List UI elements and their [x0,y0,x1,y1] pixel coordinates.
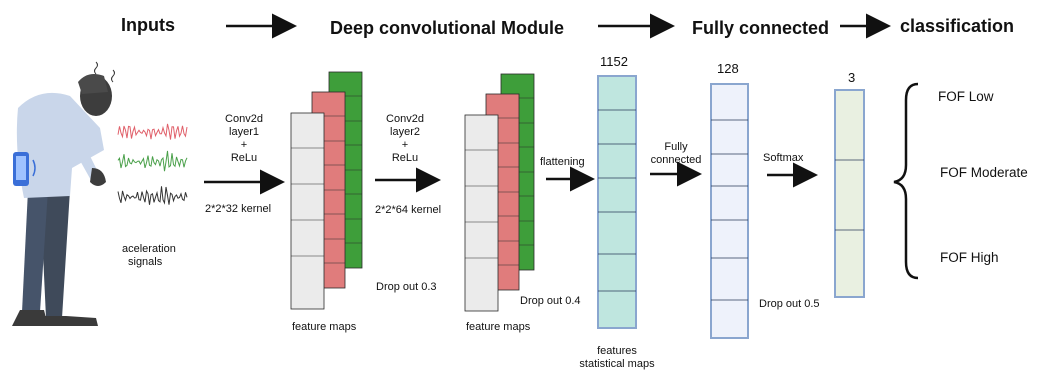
conv1-label-line1: Conv2d [225,113,263,125]
flatten-vector [597,75,637,329]
conv2-label-line3: + [402,139,408,151]
signal-wave-red [117,123,188,140]
elderly-person-illustration [12,61,115,326]
output-vector [834,89,865,298]
flatten-dropout: Drop out 0.4 [520,295,581,307]
conv2-label-line1: Conv2d [386,113,424,125]
conv2-kernel: 2*2*64 kernel [375,204,441,216]
conv2-dropout: Drop out 0.3 [376,281,437,293]
header-fully-connected: Fully connected [692,18,829,38]
flatten-size: 1152 [600,54,628,69]
feature-map-grey-2 [464,114,499,312]
class-label-high: FOF High [940,250,999,265]
header-classification: classification [900,16,1014,36]
conv2-label-line4: ReLu [392,152,418,164]
feature-maps-1-label: feature maps [292,321,357,333]
signals-label-line1: aceleration [122,243,176,255]
fc-label-line2: connected [651,154,702,166]
header-inputs: Inputs [121,15,175,35]
class-label-low: FOF Low [938,89,994,104]
conv1-label-line2: layer1 [229,126,259,138]
conv2-label-line2: layer2 [390,126,420,138]
dense-size: 128 [717,61,739,76]
feature-maps-1 [290,71,363,310]
class-label-moderate: FOF Moderate [940,165,1028,180]
output-size: 3 [848,70,855,85]
feature-map-grey [290,112,325,310]
conv1-kernel: 2*2*32 kernel [205,203,271,215]
conv1-label-line3: + [241,139,247,151]
softmax-label: Softmax [763,152,804,164]
dense-dropout: Drop out 0.5 [759,298,820,310]
header-conv-module: Deep convolutional Module [330,18,564,38]
feature-maps-2-label: feature maps [466,321,531,333]
classification-brace [893,82,919,280]
dense-vector [710,83,749,339]
signal-wave-black [117,186,188,205]
feature-maps-2 [464,73,535,312]
acceleration-signals [117,123,188,205]
conv1-label-line4: ReLu [231,152,257,164]
signal-wave-green [117,150,188,172]
fc-label-line1: Fully [664,141,688,153]
signals-label-line2: signals [128,256,163,268]
flattening-label: flattening [540,156,585,168]
flatten-caption-line2: statistical maps [579,358,655,370]
flatten-caption-line1: features [597,345,637,357]
